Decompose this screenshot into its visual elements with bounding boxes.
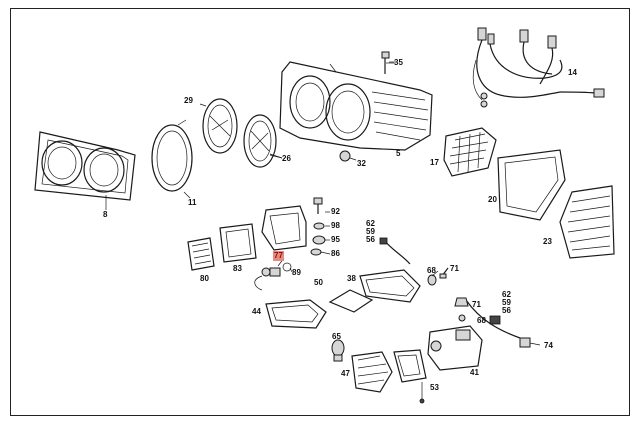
- seal-frame-part: [497, 149, 566, 221]
- part-label-71a: 71: [450, 264, 459, 273]
- part-label-35: 35: [394, 58, 403, 67]
- fog-lamp-housing-part: [261, 205, 307, 251]
- headlamp-ring-part: [151, 119, 193, 199]
- wiring-harness-part: [472, 27, 605, 108]
- clip-hardware-part: [427, 267, 449, 286]
- part-label-98: 98: [331, 221, 340, 230]
- bolt-part: [339, 150, 357, 162]
- part-label-44: 44: [252, 307, 261, 316]
- fog-lens-part: [187, 237, 215, 271]
- part-label-65: 65: [332, 332, 341, 341]
- part-label-26: 26: [282, 154, 291, 163]
- part-label-95: 95: [331, 235, 340, 244]
- part-label-86: 86: [331, 249, 340, 258]
- part-label-89: 89: [292, 268, 301, 277]
- leader-lines: [269, 62, 439, 277]
- lamp-insert-part: [199, 98, 238, 154]
- turn-seal-part: [393, 349, 427, 404]
- part-label-47: 47: [341, 369, 350, 378]
- part-label-17: 17: [430, 158, 439, 167]
- headlamp-frame-part: [34, 131, 136, 210]
- part-label-80: 80: [200, 274, 209, 283]
- part-label-32: 32: [357, 159, 366, 168]
- part-label-68a: 68: [427, 266, 436, 275]
- part-label-59b: 59: [502, 298, 511, 307]
- part-label-53: 53: [430, 383, 439, 392]
- part-label-71b: 71: [472, 300, 481, 309]
- part-label-62a: 62: [366, 219, 375, 228]
- part-label-11: 11: [188, 198, 197, 207]
- part-label-29: 29: [184, 96, 193, 105]
- part-label-50: 50: [314, 278, 323, 287]
- part-label-56b: 56: [502, 306, 511, 315]
- marker-lens-part: [265, 299, 327, 329]
- bulb-socket-part: [254, 262, 292, 291]
- part-label-56a: 56: [366, 235, 375, 244]
- hardware-stack-part: [310, 197, 326, 256]
- part-label-20: 20: [488, 195, 497, 204]
- part-label-83: 83: [233, 264, 242, 273]
- screw-part: [381, 51, 396, 74]
- lens-part: [443, 127, 497, 177]
- turn-lens-part: [351, 351, 393, 393]
- grille-cover-part: [559, 185, 615, 259]
- headlamp-housing-part: [279, 61, 433, 151]
- part-label-5: 5: [396, 149, 401, 158]
- part-label-68b: 68: [477, 316, 486, 325]
- housing-hardware-part: [454, 297, 469, 322]
- part-label-92: 92: [331, 207, 340, 216]
- part-label-14: 14: [568, 68, 577, 77]
- part-label-59a: 59: [366, 227, 375, 236]
- part-label-38: 38: [347, 274, 356, 283]
- side-indicator-part: [359, 237, 421, 303]
- part-label-62b: 62: [502, 290, 511, 299]
- bulb-part: [331, 339, 345, 362]
- part-label-74: 74: [544, 341, 553, 350]
- fog-gasket-part: [219, 223, 257, 263]
- lamp-insert-2-part: [243, 114, 283, 168]
- turn-housing-part: [427, 299, 521, 371]
- part-label-77-highlighted[interactable]: 77: [273, 251, 284, 261]
- part-label-23: 23: [543, 237, 552, 246]
- connector-part: [489, 315, 541, 348]
- part-label-41: 41: [470, 368, 479, 377]
- part-label-8: 8: [103, 210, 108, 219]
- diagram-frame: [10, 8, 630, 416]
- trim-strip-part: [328, 289, 374, 313]
